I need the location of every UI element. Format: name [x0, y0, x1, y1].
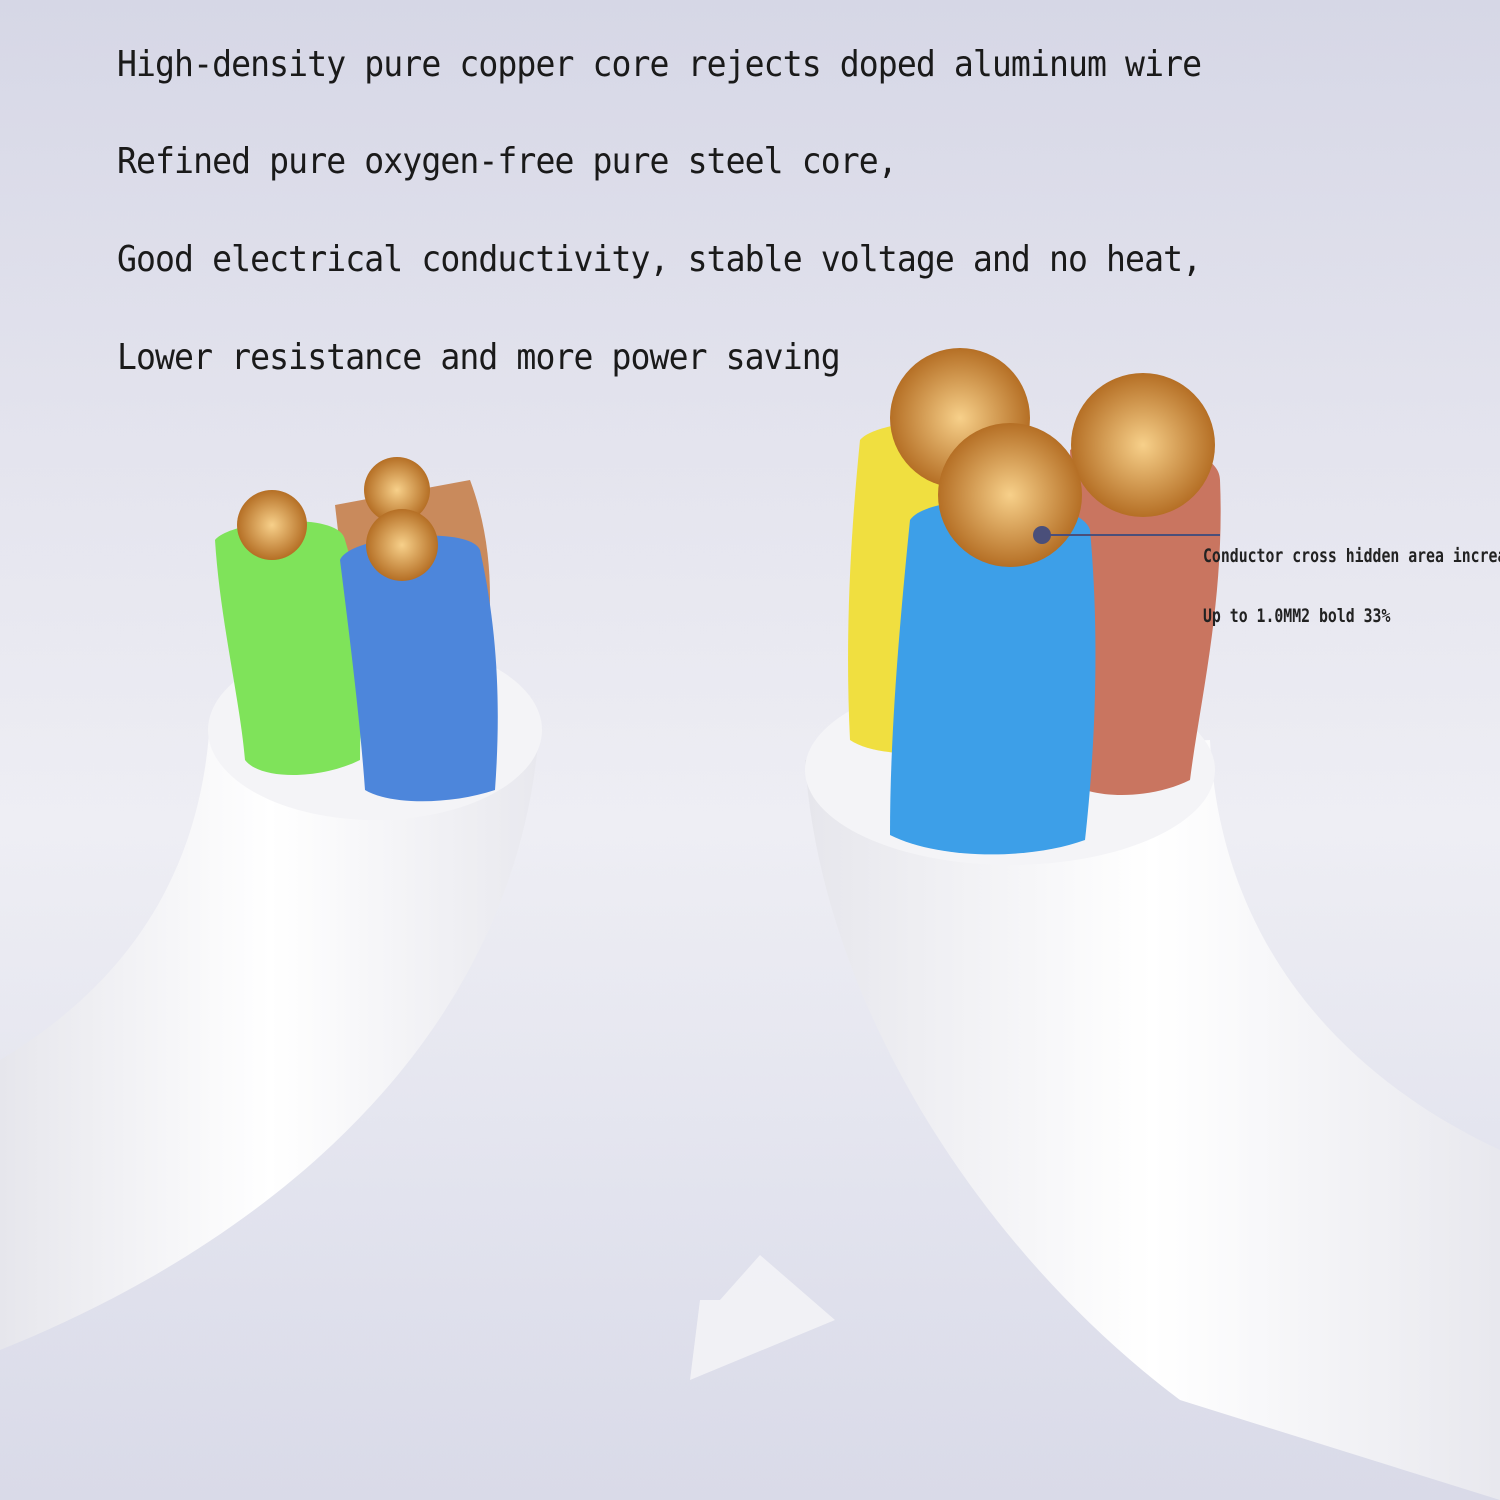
callout-line-2: Up to 1.0MM2 bold 33% — [1203, 605, 1391, 627]
headline-line-3: Good electrical conductivity, stable vol… — [117, 239, 1202, 280]
small-cable — [0, 457, 542, 1350]
callout-line-1: Conductor cross hidden area increases — [1203, 545, 1500, 567]
headline-line-1: High-density pure copper core rejects do… — [117, 44, 1202, 85]
headline-line-4: Lower resistance and more power saving — [117, 337, 841, 378]
large-cable — [805, 348, 1500, 1500]
arrow-icon — [540, 1255, 835, 1380]
headline-line-2: Refined pure oxygen-free pure steel core… — [117, 141, 898, 182]
